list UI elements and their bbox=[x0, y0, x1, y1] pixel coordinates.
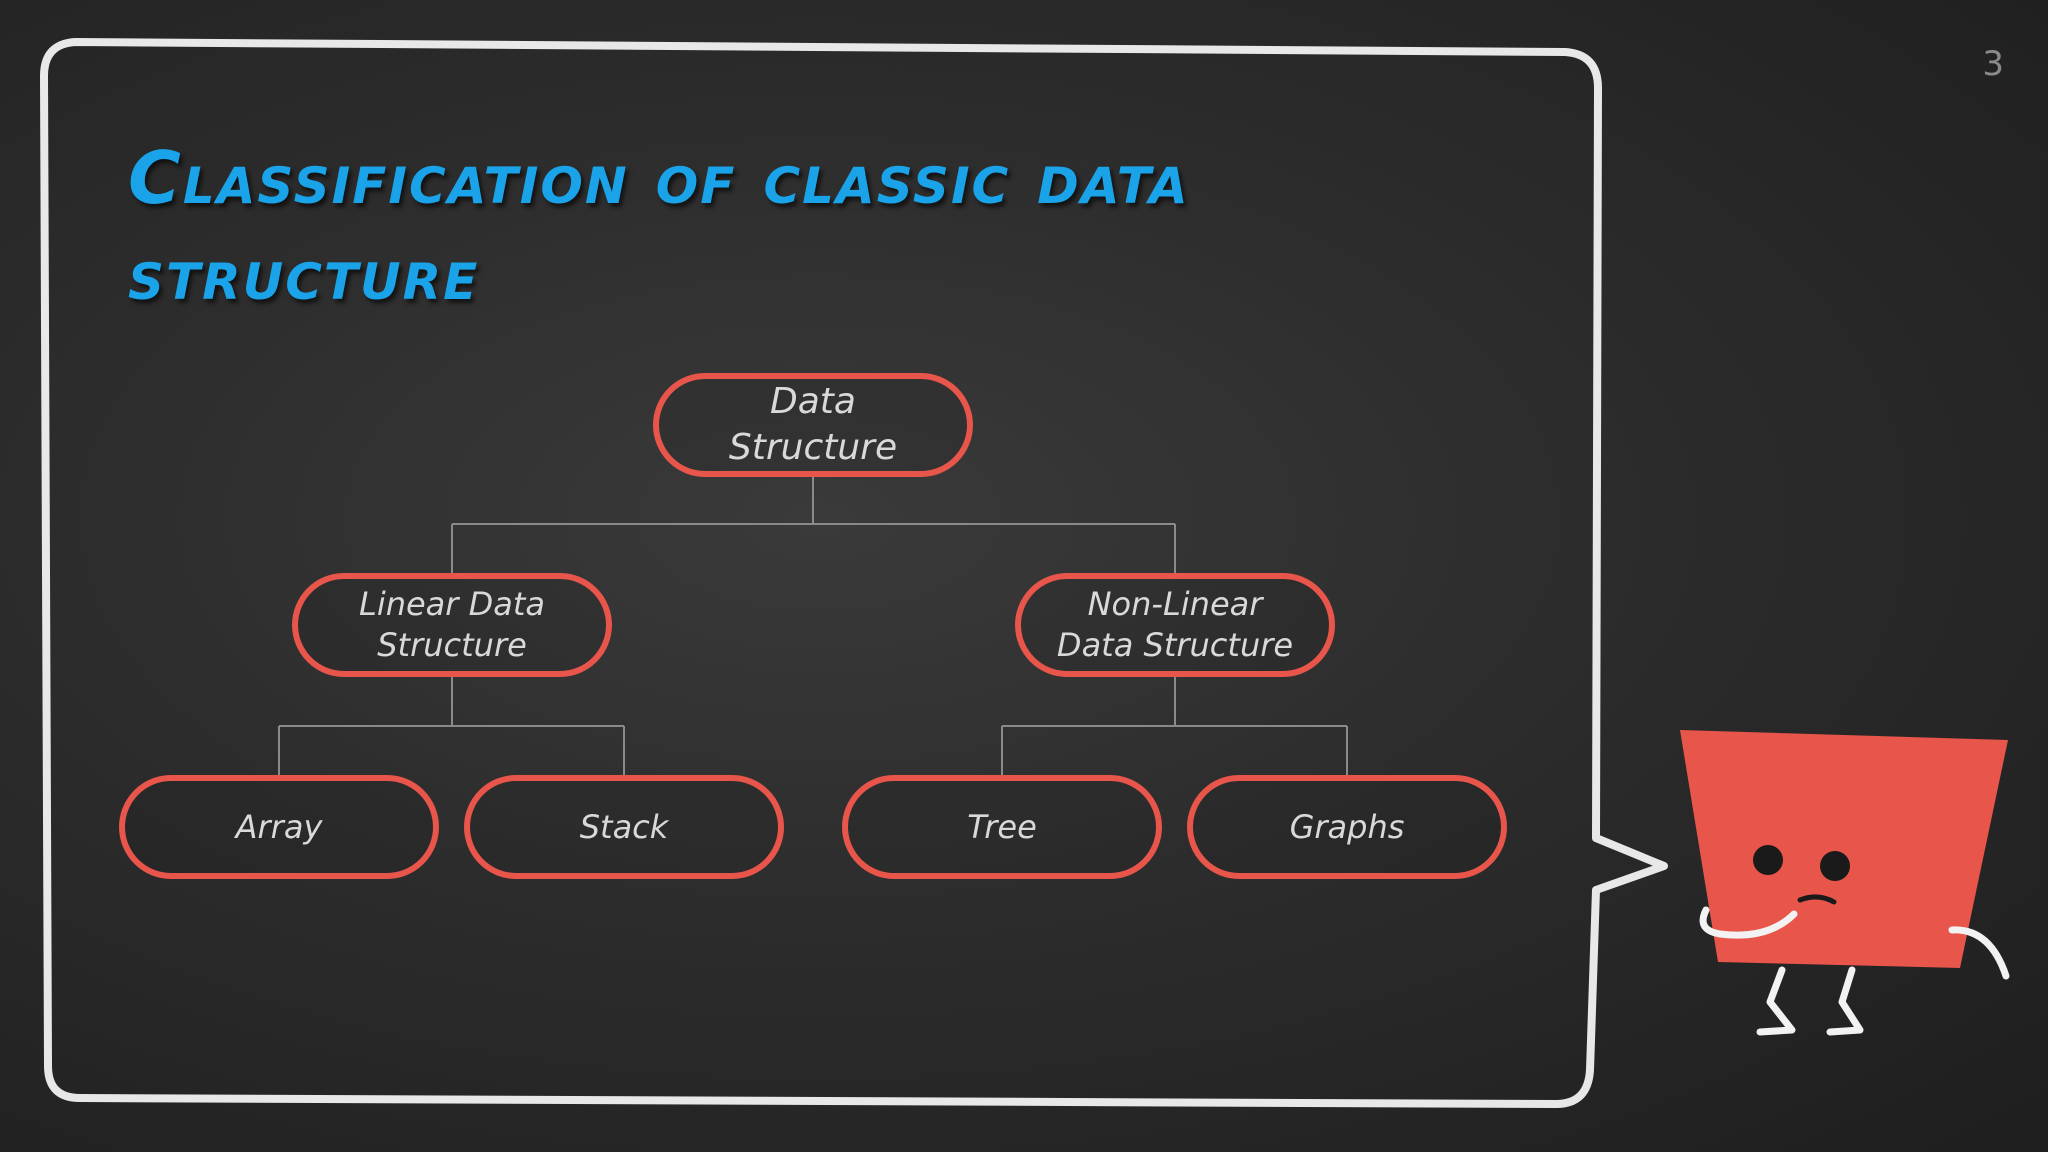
character-right-leg bbox=[1830, 970, 1860, 1032]
character-right-eye bbox=[1820, 851, 1850, 881]
character-left-eye bbox=[1753, 845, 1783, 875]
character-left-leg bbox=[1760, 970, 1792, 1032]
